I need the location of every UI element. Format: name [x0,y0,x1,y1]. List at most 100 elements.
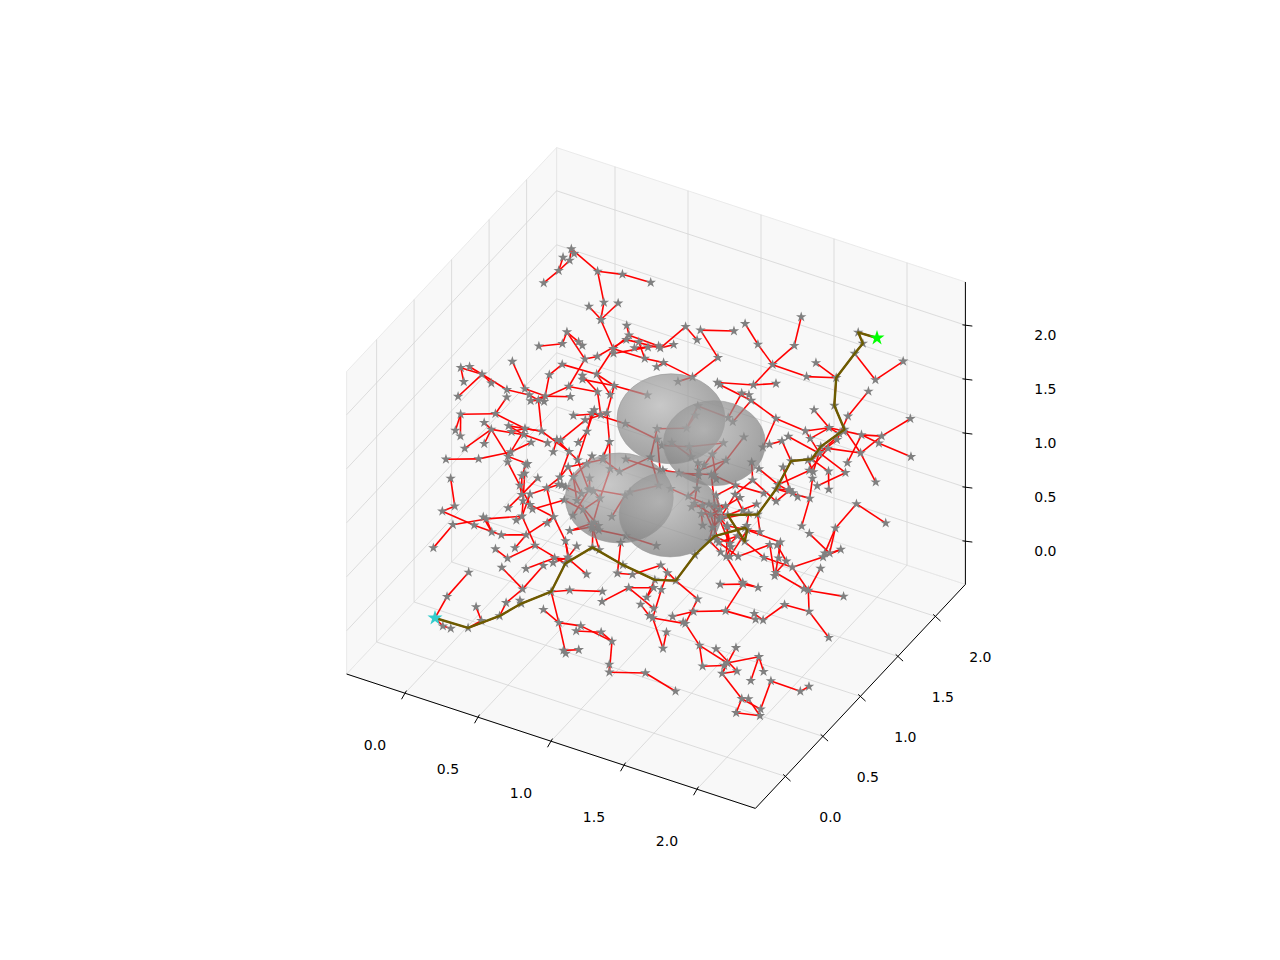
tree-vertex [453,391,463,401]
tree-vertex [656,584,666,594]
tree-vertex [490,544,500,554]
tree-vertex [486,424,496,434]
tree-edge [788,437,819,454]
tree-vertex [715,547,725,557]
tree-vertex [905,413,915,423]
tree-vertex [569,248,579,258]
tree-vertex [539,396,549,406]
tree-vertex [521,529,531,539]
tree-vertex [678,617,688,627]
tree-vertex [542,438,552,448]
tree-edge [538,400,541,431]
tree-vertex [557,338,567,348]
tree-vertex [823,632,833,642]
tick-marks [402,325,973,795]
tree-vertex [667,611,677,621]
tree-edge [808,591,843,597]
tree-vertex [811,357,821,367]
tree-edge [855,354,876,380]
tree-vertex [592,266,602,276]
tree-vertex [604,667,614,677]
tree-edge [447,572,469,596]
tree-vertex [870,374,880,384]
tree-vertex [754,651,764,661]
tree-vertex [503,451,513,461]
tree-vertex [442,591,452,601]
grid-line [452,562,861,696]
tree-vertex [771,496,781,506]
tree-vertex [501,597,511,607]
tree-vertex [477,369,487,379]
tree-vertex [801,371,811,381]
tree-vertex [557,359,567,369]
tick-label: 1.0 [894,729,916,745]
tree-vertex [795,686,805,696]
tree-vertex [749,608,759,618]
tree-vertex [744,389,754,399]
tree-vertex [729,326,739,336]
tree-vertex [720,605,730,615]
tree-vertex [539,277,549,287]
tree-vertex [562,327,572,337]
tree-vertex [796,521,806,531]
tree-edge [763,605,784,620]
tree-edge [776,573,804,589]
tree-vertex [804,606,814,616]
tree-vertex [695,325,705,335]
tree-edge [512,362,524,389]
tree-edge [645,673,675,691]
tree-edge [442,511,474,525]
tick-label: 0.5 [437,761,459,777]
tree-vertex [874,438,884,448]
tree-vertex [842,457,852,467]
tree-edge [835,504,856,528]
tick-label: 2.0 [656,833,678,849]
tree-vertex [526,437,536,447]
tree-vertex [555,472,565,482]
tree-vertex [613,298,623,308]
tree-vertex [428,542,438,552]
tree-vertex [743,693,753,703]
tree-vertex [534,341,544,351]
tree-edge [458,374,482,396]
tree-edge [601,303,618,320]
tree-edge [812,459,829,471]
tree-edge [451,478,455,506]
tree-vertex [759,552,769,562]
tree-vertex [753,582,763,592]
tree-vertex [553,265,563,275]
tick-mark [858,694,865,701]
tree-vertex [577,340,587,350]
tree-vertex [808,466,818,476]
tree-vertex [473,453,483,463]
tree-edge [538,387,568,401]
tree-vertex [607,636,617,646]
tree-vertex [479,417,489,427]
tree-vertex [649,603,659,613]
tree-vertex [661,627,671,637]
tick-mark [694,787,699,796]
tick-mark [621,763,626,772]
tree-vertex [502,392,512,402]
tree-edge [726,556,743,584]
tree-vertex [511,515,521,525]
tree-vertex [542,518,552,528]
tree-vertex [558,252,568,262]
grid-line [624,541,834,765]
tree-edge [491,429,508,456]
tree-vertex [680,321,690,331]
grid-line [347,245,557,469]
tree-vertex [448,519,458,529]
tree-vertex [851,498,861,508]
tree-vertex [711,644,721,654]
tree-vertex [748,379,758,389]
tree-vertex [755,710,765,720]
tree-vertex [609,380,619,390]
tree-vertex [812,481,822,491]
tree-vertex [804,528,814,538]
tree-vertex [800,425,810,435]
tree-edge [653,618,663,648]
tree-vertex [755,526,765,536]
tree-vertex [584,301,594,311]
tree-vertex [437,506,447,516]
